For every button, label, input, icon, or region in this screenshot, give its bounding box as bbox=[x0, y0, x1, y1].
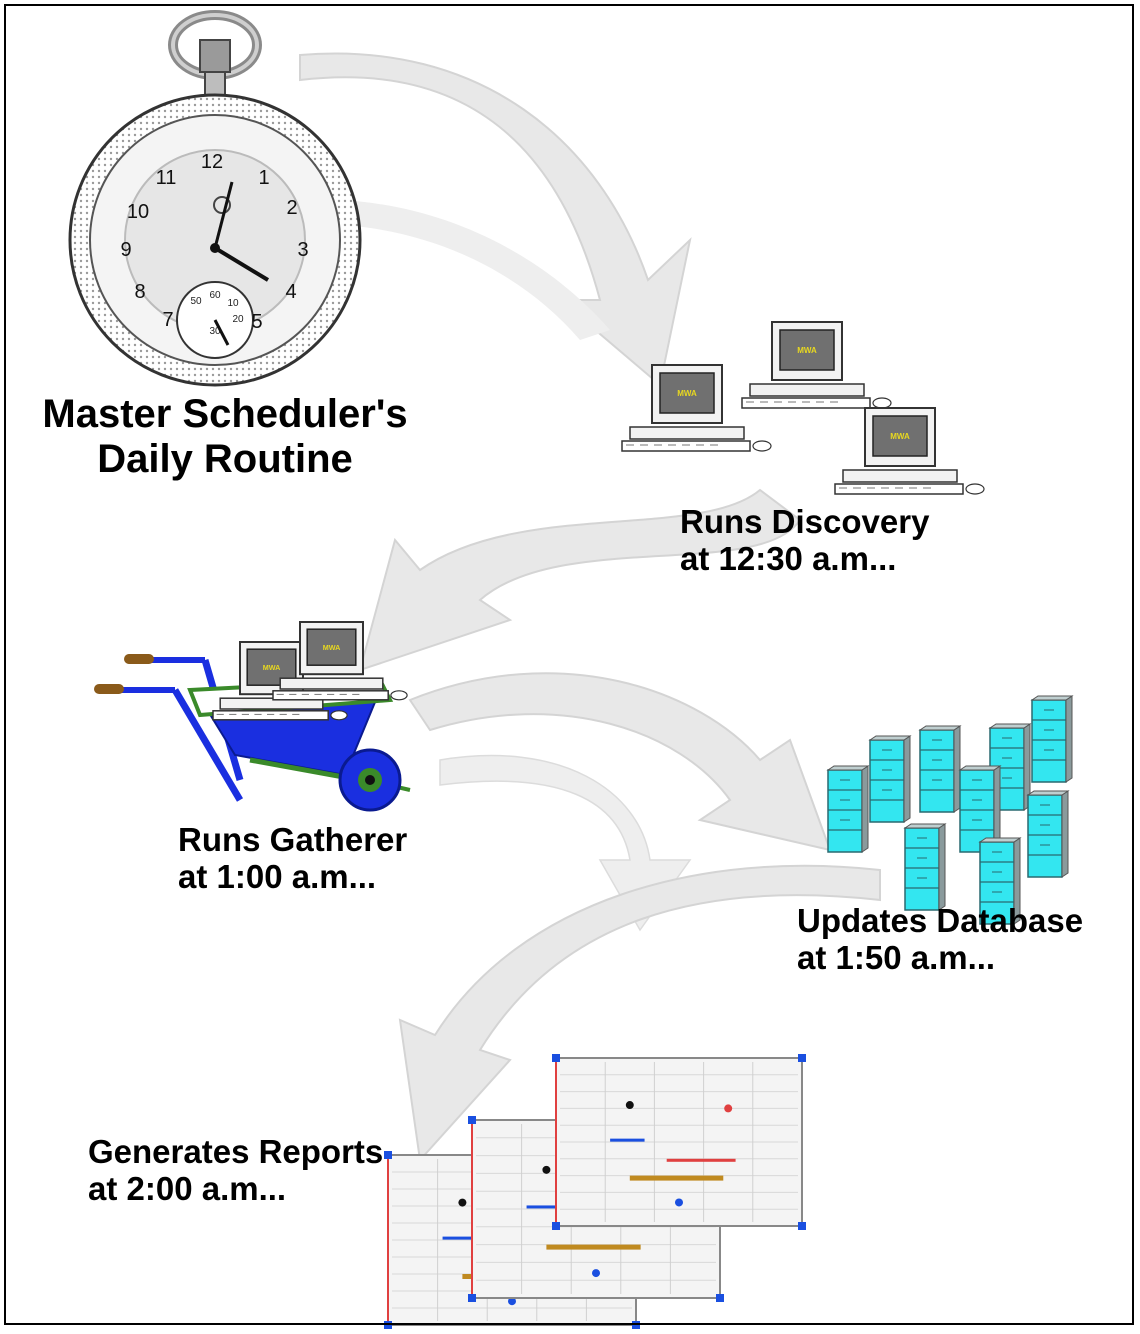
database-cabinets bbox=[826, 695, 1074, 925]
computer-icon: MWA bbox=[621, 364, 772, 452]
clock-numeral: 10 bbox=[127, 201, 149, 223]
clock-numeral: 1 bbox=[258, 167, 269, 189]
arrow-clock-to-discovery bbox=[299, 52, 692, 387]
arrow-gatherer-to-database bbox=[408, 672, 832, 852]
monitor-label: MWA bbox=[323, 643, 341, 652]
arrow-gatherer-to-database-lower bbox=[439, 754, 692, 932]
clock-numeral: 9 bbox=[120, 239, 131, 261]
database-cabinet-icon bbox=[958, 765, 1002, 853]
sheet-corner-handle bbox=[468, 1116, 476, 1124]
database-cabinet-icon bbox=[918, 725, 962, 813]
step-reports-line1: Generates Reports bbox=[88, 1133, 384, 1170]
sheet-corner-handle bbox=[552, 1222, 560, 1230]
step-database-line1: Updates Database bbox=[797, 902, 1084, 939]
sheet-corner-handle bbox=[384, 1321, 392, 1329]
sheet-corner-handle bbox=[798, 1054, 806, 1062]
sheet-corner-handle bbox=[384, 1151, 392, 1159]
step-label-gatherer: Runs Gatherer at 1:00 a.m... bbox=[178, 821, 408, 896]
database-cabinet-icon bbox=[903, 823, 947, 911]
clock-numeral: 12 bbox=[201, 151, 223, 173]
flow-arrows bbox=[299, 52, 881, 1163]
sheet-corner-handle bbox=[798, 1222, 806, 1230]
report-sheets bbox=[384, 1054, 806, 1329]
database-cabinet-icon bbox=[868, 735, 912, 823]
step-label-discovery: Runs Discovery at 12:30 a.m... bbox=[680, 503, 930, 578]
subdial-numeral: 50 bbox=[190, 296, 202, 307]
clock-numeral: 2 bbox=[286, 197, 297, 219]
sheet-corner-handle bbox=[468, 1294, 476, 1302]
sheet-corner-handle bbox=[716, 1294, 724, 1302]
database-cabinet-icon bbox=[1026, 790, 1070, 878]
subdial-numeral: 20 bbox=[232, 314, 244, 325]
monitor-label: MWA bbox=[263, 663, 281, 672]
step-gatherer-line1: Runs Gatherer bbox=[178, 821, 408, 858]
sheet-corner-handle bbox=[552, 1054, 560, 1062]
arrow-discovery-to-gatherer bbox=[358, 488, 802, 672]
arrow-database-to-reports bbox=[398, 864, 881, 1163]
step-gatherer-line2: at 1:00 a.m... bbox=[178, 857, 377, 895]
step-label-database: Updates Database at 1:50 a.m... bbox=[797, 902, 1084, 977]
clock-minute-hand bbox=[213, 181, 234, 249]
computer-icon: MWA bbox=[741, 321, 892, 409]
diagram-title-line2: Daily Routine bbox=[97, 436, 353, 481]
clock-numeral: 11 bbox=[156, 167, 177, 189]
monitor-label: MWA bbox=[677, 389, 697, 398]
clock-numeral: 8 bbox=[134, 281, 145, 303]
arrow-clock-to-discovery-tail bbox=[340, 200, 610, 340]
database-cabinet-icon bbox=[826, 765, 870, 853]
subdial-numeral: 30 bbox=[209, 326, 221, 337]
wheelbarrow-icon: MWA MWA bbox=[94, 621, 411, 812]
step-database-line2: at 1:50 a.m... bbox=[797, 938, 996, 976]
computer-icon: MWA bbox=[834, 407, 985, 495]
monitor-label: MWA bbox=[890, 432, 910, 441]
step-discovery-line2: at 12:30 a.m... bbox=[680, 539, 897, 577]
step-label-reports: Generates Reports at 2:00 a.m... bbox=[88, 1133, 384, 1208]
monitor-label: MWA bbox=[797, 346, 817, 355]
clock-numeral: 5 bbox=[251, 311, 262, 333]
clock-numeral: 4 bbox=[285, 281, 296, 303]
report-sheet-icon bbox=[552, 1054, 806, 1230]
wheelbarrow-computers: MWA MWA bbox=[212, 621, 408, 721]
sheet-corner-handle bbox=[632, 1321, 640, 1329]
diagram-title-line1: Master Scheduler's bbox=[42, 392, 408, 436]
discovery-computers: MWA MWA MWA bbox=[621, 321, 985, 495]
subdial-hand bbox=[213, 319, 230, 346]
subdial-numeral: 60 bbox=[209, 290, 221, 301]
diagram-title: Master Scheduler's Daily Routine bbox=[10, 392, 440, 482]
stopwatch-subdial-numerals: 60 10 20 30 50 bbox=[190, 290, 244, 337]
computer-icon: MWA bbox=[272, 621, 408, 701]
clock-numeral: 3 bbox=[297, 239, 308, 261]
step-discovery-line1: Runs Discovery bbox=[680, 503, 930, 540]
clock-hour-hand bbox=[213, 246, 270, 282]
clock-numeral: 7 bbox=[162, 309, 173, 331]
subdial-numeral: 10 bbox=[227, 298, 239, 309]
database-cabinet-icon bbox=[1030, 695, 1074, 783]
database-cabinet-icon bbox=[978, 837, 1022, 925]
step-reports-line2: at 2:00 a.m... bbox=[88, 1169, 287, 1207]
